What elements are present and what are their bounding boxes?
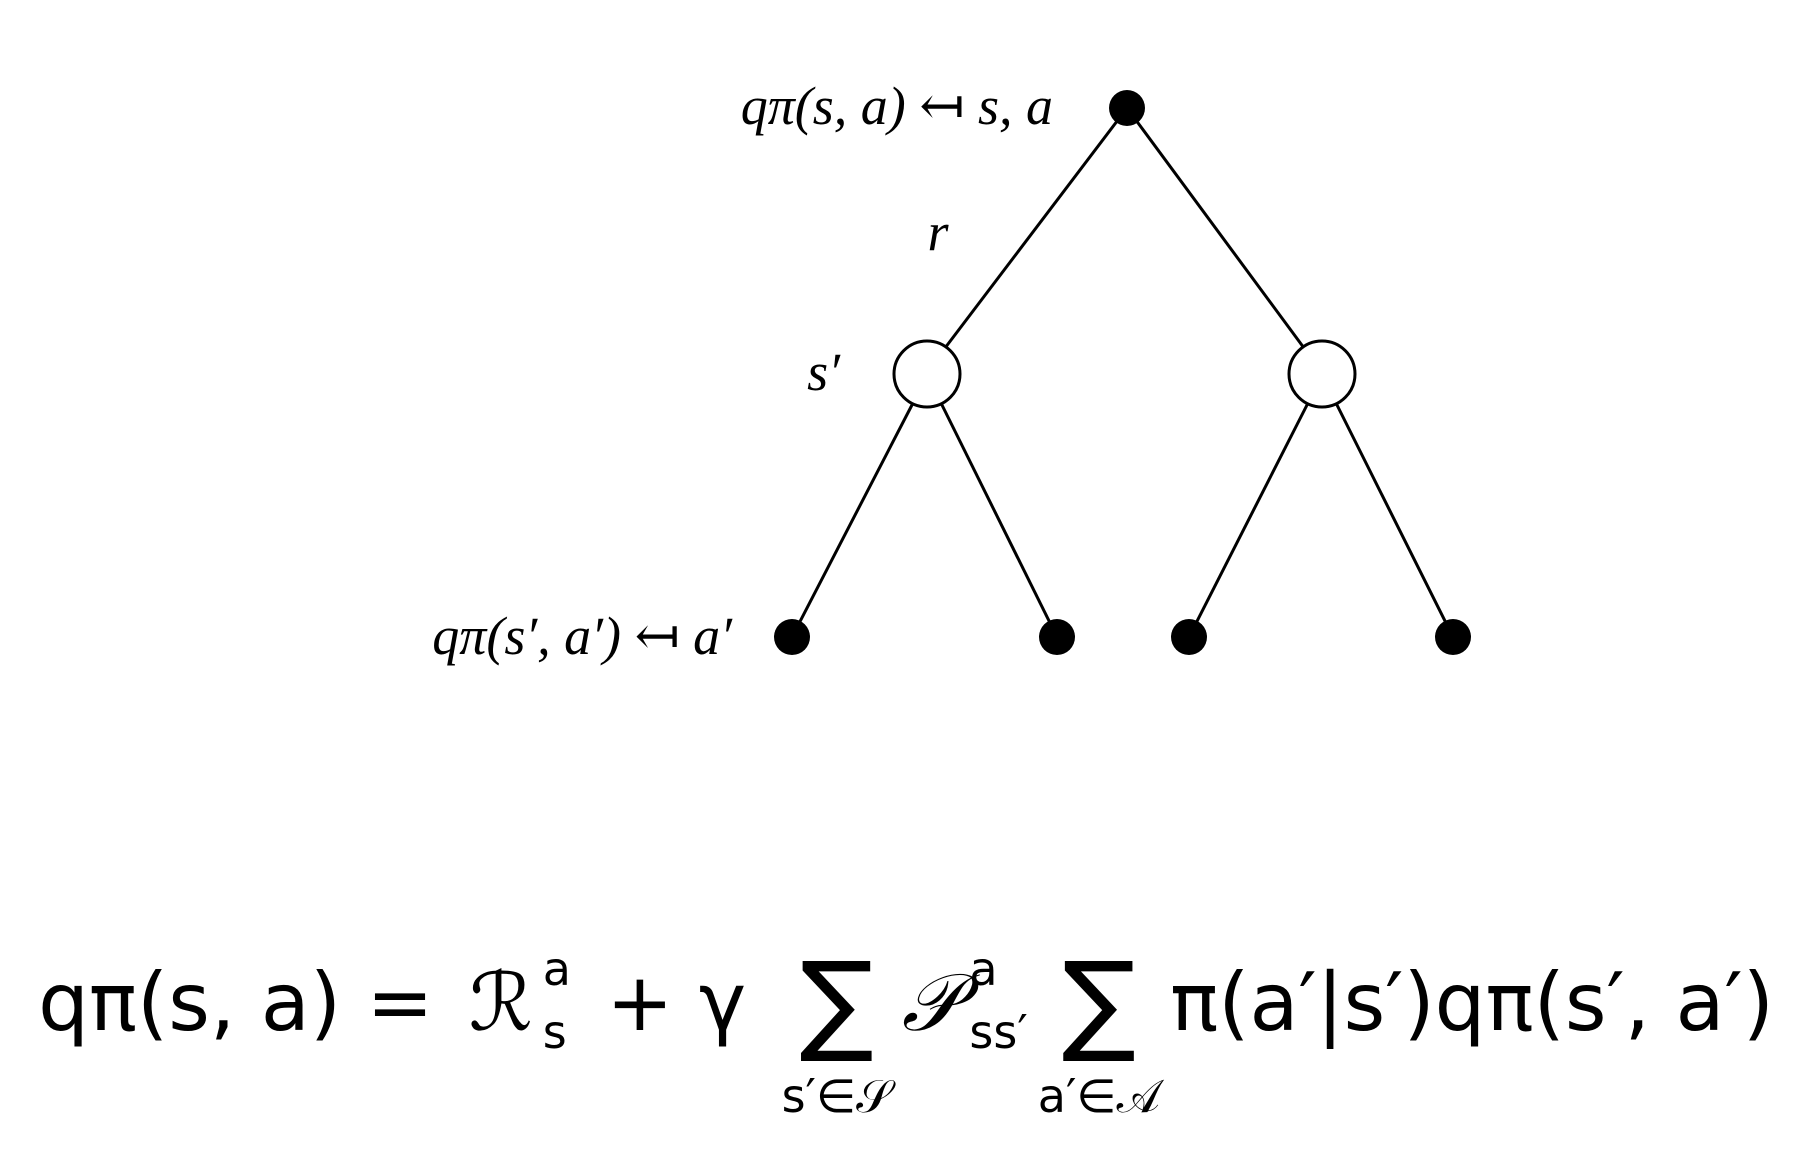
tree-edges — [790, 107, 1455, 638]
leaf-action-node-2 — [1039, 619, 1075, 655]
leaf-action-node-3 — [1171, 619, 1207, 655]
equation-reward-sup: a — [543, 942, 571, 996]
equation-transition-sup: a — [969, 942, 997, 996]
leaf-label: qπ(s′, a′) ↤ a′ — [432, 606, 733, 666]
edge-root-right — [1125, 107, 1306, 349]
equation-sum-1: ∑ — [800, 938, 874, 1066]
state-label: s′ — [807, 342, 841, 402]
leaf-action-node-1 — [774, 619, 810, 655]
edge-root-left — [943, 107, 1129, 349]
equation-sum-1-limit: s′∈𝒮 — [782, 1069, 896, 1123]
edge-left-leaf2 — [939, 402, 1059, 638]
reward-label: r — [927, 202, 949, 262]
root-action-node — [1109, 90, 1145, 126]
equation-reward: ℛ — [469, 956, 533, 1049]
equation-sum-2: ∑ — [1062, 938, 1136, 1066]
equation-sum-2-limit: a′∈𝒜 — [1038, 1069, 1165, 1123]
edge-right-leaf4 — [1334, 402, 1455, 638]
edge-right-leaf3 — [1187, 402, 1310, 638]
equation-reward-sub: s — [543, 1005, 567, 1059]
equation-lhs: qπ(s, a) = — [38, 956, 459, 1049]
equation-plus-gamma: + γ — [581, 956, 772, 1049]
root-label: qπ(s, a) ↤ s, a — [741, 76, 1053, 136]
leaf-action-node-4 — [1435, 619, 1471, 655]
equation-rhs: π(a′|s′)qπ(s′, a′) — [1170, 956, 1774, 1050]
bellman-equation: qπ(s, a) = ℛ a s + γ ∑ s′∈𝒮 𝒫 a ss′ ∑ a′… — [38, 938, 1774, 1123]
state-node-left — [892, 339, 962, 409]
edge-left-leaf1 — [790, 402, 915, 638]
state-node-right — [1287, 339, 1357, 409]
equation-transition-sub: ss′ — [969, 1005, 1027, 1059]
